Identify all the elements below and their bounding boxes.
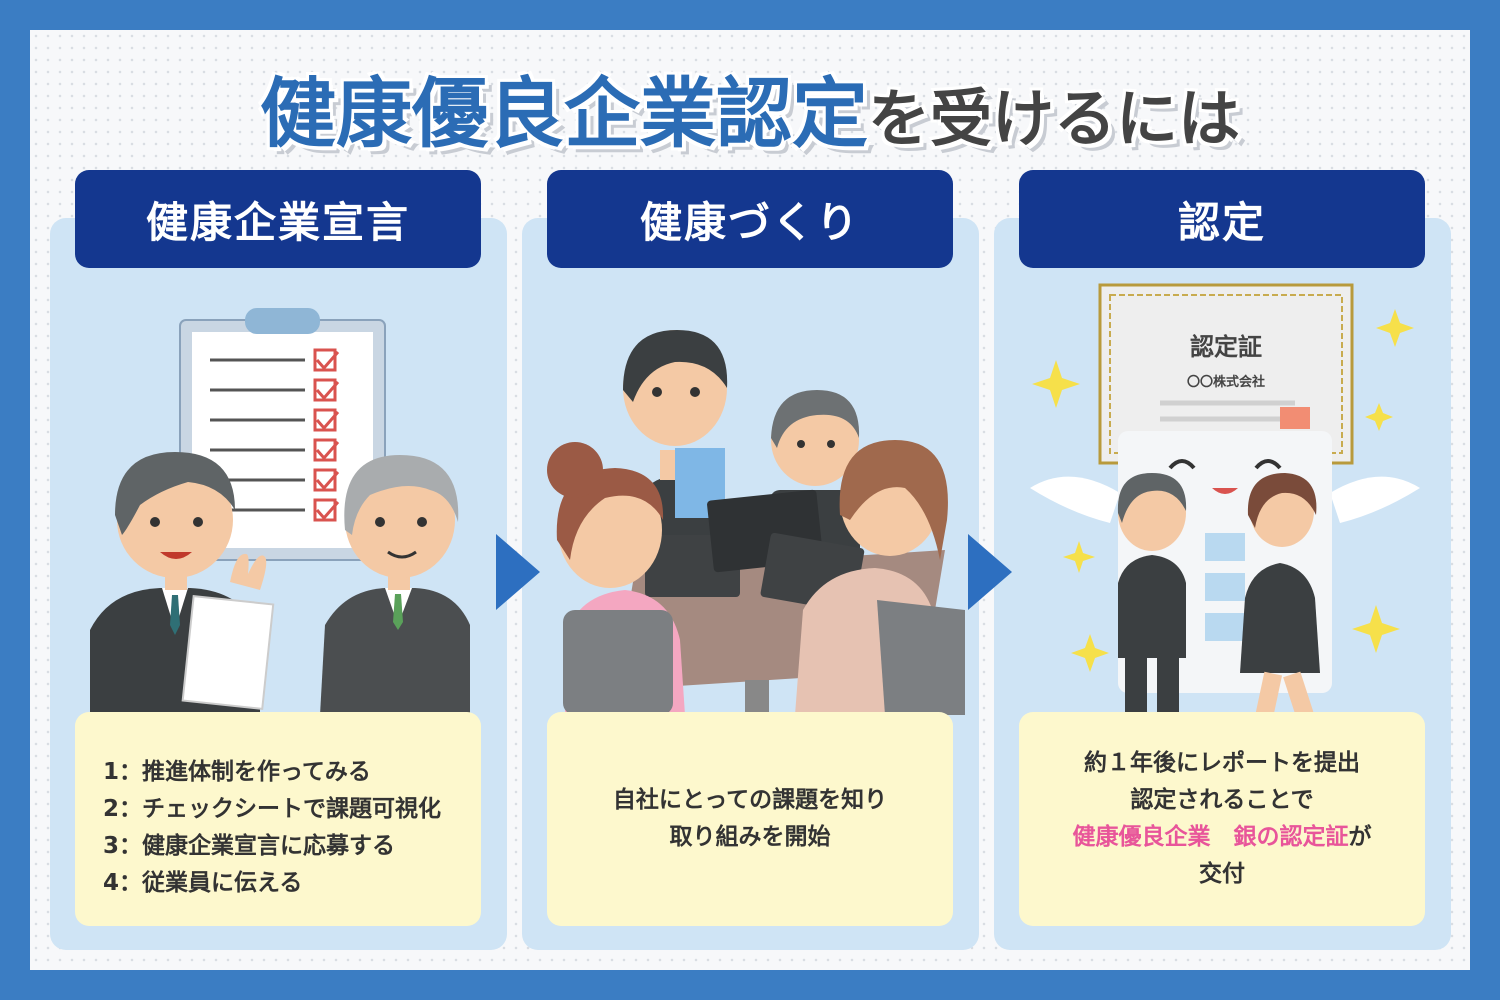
woman-left (547, 442, 685, 715)
page-title-rest: を受けるには (867, 82, 1240, 155)
certificate-company: 〇〇株式会社 (1187, 374, 1265, 390)
emphasis-suffix: が (1348, 824, 1372, 850)
note-line: 交付 (1199, 861, 1245, 887)
page-title-highlight: 健康優良企業認定 (259, 69, 868, 158)
list-item: 4：従業員に伝える (103, 870, 303, 896)
certification-illustration: 認定証 〇〇株式会社 (1030, 283, 1420, 735)
note-line-emphasis: 健康優良企業 銀の認定証が (1073, 819, 1372, 856)
checklist-meeting-illustration (90, 308, 470, 715)
list-item: 3：健康企業宣言に応募する (103, 833, 396, 859)
woman-right (795, 440, 965, 715)
step-header-2: 健康づくり (547, 170, 953, 268)
team-meeting-illustration (547, 330, 965, 715)
sparkle-icon (1032, 309, 1414, 672)
step-1-note: 1：推進体制を作ってみる 2：チェックシートで課題可視化 3：健康企業宣言に応募… (75, 712, 481, 926)
laptop-icon (645, 489, 865, 613)
list-item: 2：チェックシートで課題可視化 (103, 796, 442, 822)
businessman-right-elder (320, 455, 470, 715)
arrow-right-icon (968, 534, 1012, 610)
arrow-right-icon (496, 534, 540, 610)
note-line: 自社にとっての課題を知り (612, 787, 888, 813)
list-item: 1：推進体制を作ってみる (103, 759, 371, 785)
page-title: 健康優良企業認定を受けるには (0, 52, 1500, 162)
step-header-3: 認定 (1019, 170, 1425, 268)
step-3-note: 約１年後にレポートを提出 認定されることで 健康優良企業 銀の認定証が 交付 (1019, 712, 1425, 926)
employee-woman (1240, 473, 1320, 735)
certificate-title: 認定証 (1190, 333, 1262, 361)
step-2-note: 自社にとっての課題を知り 取り組みを開始 (547, 712, 953, 926)
businessman-left (90, 452, 275, 715)
note-line: 認定されることで (1130, 787, 1314, 813)
note-line: 約１年後にレポートを提出 (1084, 750, 1360, 776)
emphasis-text: 健康優良企業 銀の認定証 (1072, 824, 1349, 850)
step-header-1: 健康企業宣言 (75, 170, 481, 268)
note-line: 取り組みを開始 (669, 824, 831, 850)
employee-man (1117, 473, 1187, 728)
